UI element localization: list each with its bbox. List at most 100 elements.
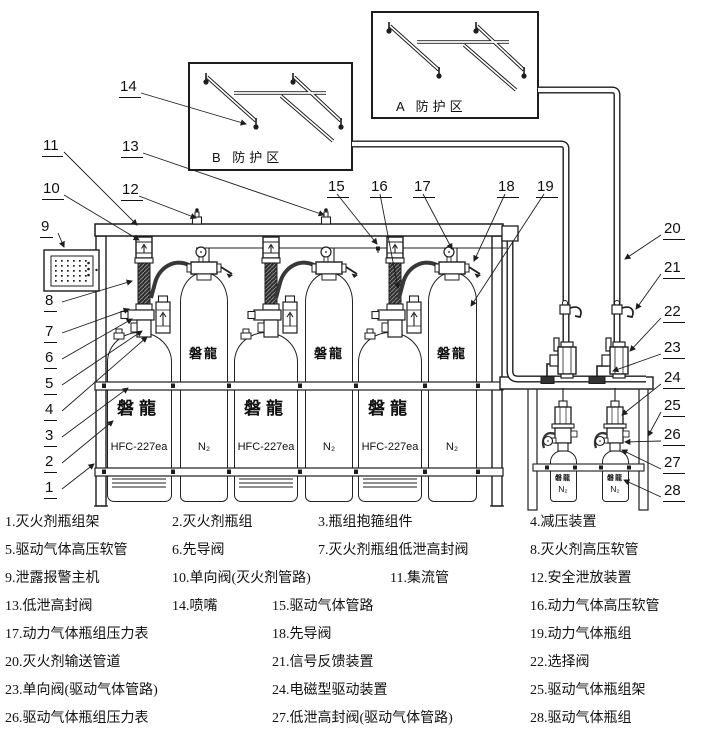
callout-24: 24: [663, 370, 685, 389]
cylinder-content-label: HFC-227ea: [237, 441, 295, 453]
callout-3: 3: [44, 428, 58, 447]
legend-item-text: 安全泄放装置: [547, 571, 632, 586]
legend-item-number: 21.: [272, 655, 290, 670]
callout-2: 2: [44, 454, 58, 473]
legend-item-number: 14.: [172, 599, 190, 614]
legend-item-text: 电磁型驱动装置: [289, 683, 388, 698]
callout-1: 1: [44, 480, 58, 499]
riser-pipe: [501, 225, 646, 383]
leader-line-16: [379, 193, 401, 289]
legend-item-21: 21.信号反馈装置: [272, 651, 374, 671]
cylinder-brand-label: 磐龍: [607, 475, 623, 482]
leader-line-4: [61, 336, 148, 412]
leader-line-2: [61, 420, 114, 464]
callout-21: 21: [663, 260, 685, 279]
legend-item-20: 20.灭火剂输送管道: [5, 651, 121, 671]
legend-item-13: 13.低泄高封阀: [5, 595, 93, 615]
leader-line-14: [140, 92, 247, 126]
legend-item-1: 1.灭火剂瓶组架: [5, 511, 100, 531]
legend-item-number: 1.: [5, 515, 16, 530]
cylinder-brand-label: 磐龍: [188, 346, 219, 361]
callout-7: 7: [44, 324, 58, 343]
callout-26: 26: [663, 427, 685, 446]
callout-14: 14: [119, 79, 141, 98]
legend-item-number: 24.: [272, 683, 290, 698]
legend-item-text: 驱动气体管路: [289, 599, 374, 614]
legend-item-number: 11.: [390, 571, 407, 586]
leader-line-15: [336, 193, 378, 245]
legend-item-text: 瓶组抱箍组件: [328, 515, 413, 530]
power-valve-assembly: [397, 245, 483, 300]
callout-20: 20: [663, 221, 685, 240]
low-leak-high-seal-valve: [320, 207, 332, 225]
legend-item-text: 喷嘴: [189, 599, 218, 614]
callout-5: 5: [44, 376, 58, 395]
callout-25: 25: [663, 398, 685, 417]
callout-28: 28: [663, 483, 685, 502]
leader-line-9: [57, 232, 65, 248]
legend-item-15: 15.驱动气体管路: [272, 595, 374, 615]
cylinder-brand-label: 磐龍: [244, 399, 288, 418]
legend-item-text: 单向阀(驱动气体管路): [22, 683, 158, 698]
legend-item-5: 5.驱动气体高压软管: [5, 539, 128, 559]
zone-b-box: [188, 62, 353, 171]
leader-line-22: [629, 317, 662, 352]
cylinder-brand-label: 磐龍: [313, 346, 344, 361]
legend-item-8: 8.灭火剂高压软管: [530, 539, 639, 559]
callout-6: 6: [44, 350, 58, 369]
power-valve-assembly: [274, 245, 360, 300]
callout-leader-lines: [57, 92, 662, 498]
leader-line-18: [473, 193, 506, 262]
leader-line-26: [624, 438, 662, 446]
callout-27: 27: [663, 455, 685, 474]
legend-item-text: 灭火剂瓶组: [182, 515, 253, 530]
legend-item-text: 信号反馈装置: [289, 655, 374, 670]
zone-a-box: [371, 11, 539, 119]
legend-item-text: 驱动气体瓶组架: [547, 683, 646, 698]
legend-item-number: 12.: [530, 571, 548, 586]
callout-9: 9: [40, 219, 54, 238]
leader-line-24: [621, 383, 662, 416]
legend-item-text: 减压装置: [540, 515, 597, 530]
agent-delivery-pipes: [352, 86, 621, 346]
drive-gas-line: [196, 246, 506, 253]
callout-4: 4: [44, 402, 58, 421]
legend-item-text: 单向阀(灭火剂管路): [189, 571, 311, 586]
legend-item-number: 25.: [530, 683, 548, 698]
leader-line-1: [61, 463, 95, 490]
leader-line-10: [63, 194, 140, 241]
legend-item-22: 22.选择阀: [530, 651, 590, 671]
legend-item-4: 4.减压装置: [530, 511, 597, 531]
legend-item-6: 6.先导阀: [172, 539, 225, 559]
legend-item-text: 动力气体瓶组压力表: [22, 627, 149, 642]
legend-item-number: 3.: [318, 515, 329, 530]
leader-line-27: [621, 449, 662, 470]
legend-item-number: 28.: [530, 711, 548, 726]
legend-item-number: 7.: [318, 543, 329, 558]
leader-line-6: [61, 318, 133, 360]
leader-line-8: [61, 279, 133, 303]
leader-line-13: [142, 152, 325, 217]
legend-item-text: 驱动气体高压软管: [15, 543, 128, 558]
legend-item-number: 23.: [5, 683, 23, 698]
leader-line-20: [624, 234, 662, 260]
callout-22: 22: [663, 304, 685, 323]
callout-19: 19: [536, 179, 558, 198]
legend-item-number: 6.: [172, 543, 183, 558]
cylinder-brand-label: 磐龍: [368, 399, 412, 418]
cylinder-content-label: N₂: [197, 441, 211, 453]
leader-line-19: [470, 193, 545, 307]
legend-item-number: 27.: [272, 711, 290, 726]
legend-item-text: 先导阀: [182, 543, 225, 558]
leader-line-25: [647, 411, 662, 437]
legend-item-17: 17.动力气体瓶组压力表: [5, 623, 149, 643]
drive-gas-cylinder: [550, 450, 577, 502]
legend-item-27: 27.低泄高封阀(驱动气体管路): [272, 707, 453, 727]
legend-item-9: 9.泄露报警主机: [5, 567, 100, 587]
legend-item-number: 17.: [5, 627, 23, 642]
legend-item-3: 3.瓶组抱箍组件: [318, 511, 413, 531]
callout-23: 23: [663, 340, 685, 359]
callout-18: 18: [497, 179, 519, 198]
